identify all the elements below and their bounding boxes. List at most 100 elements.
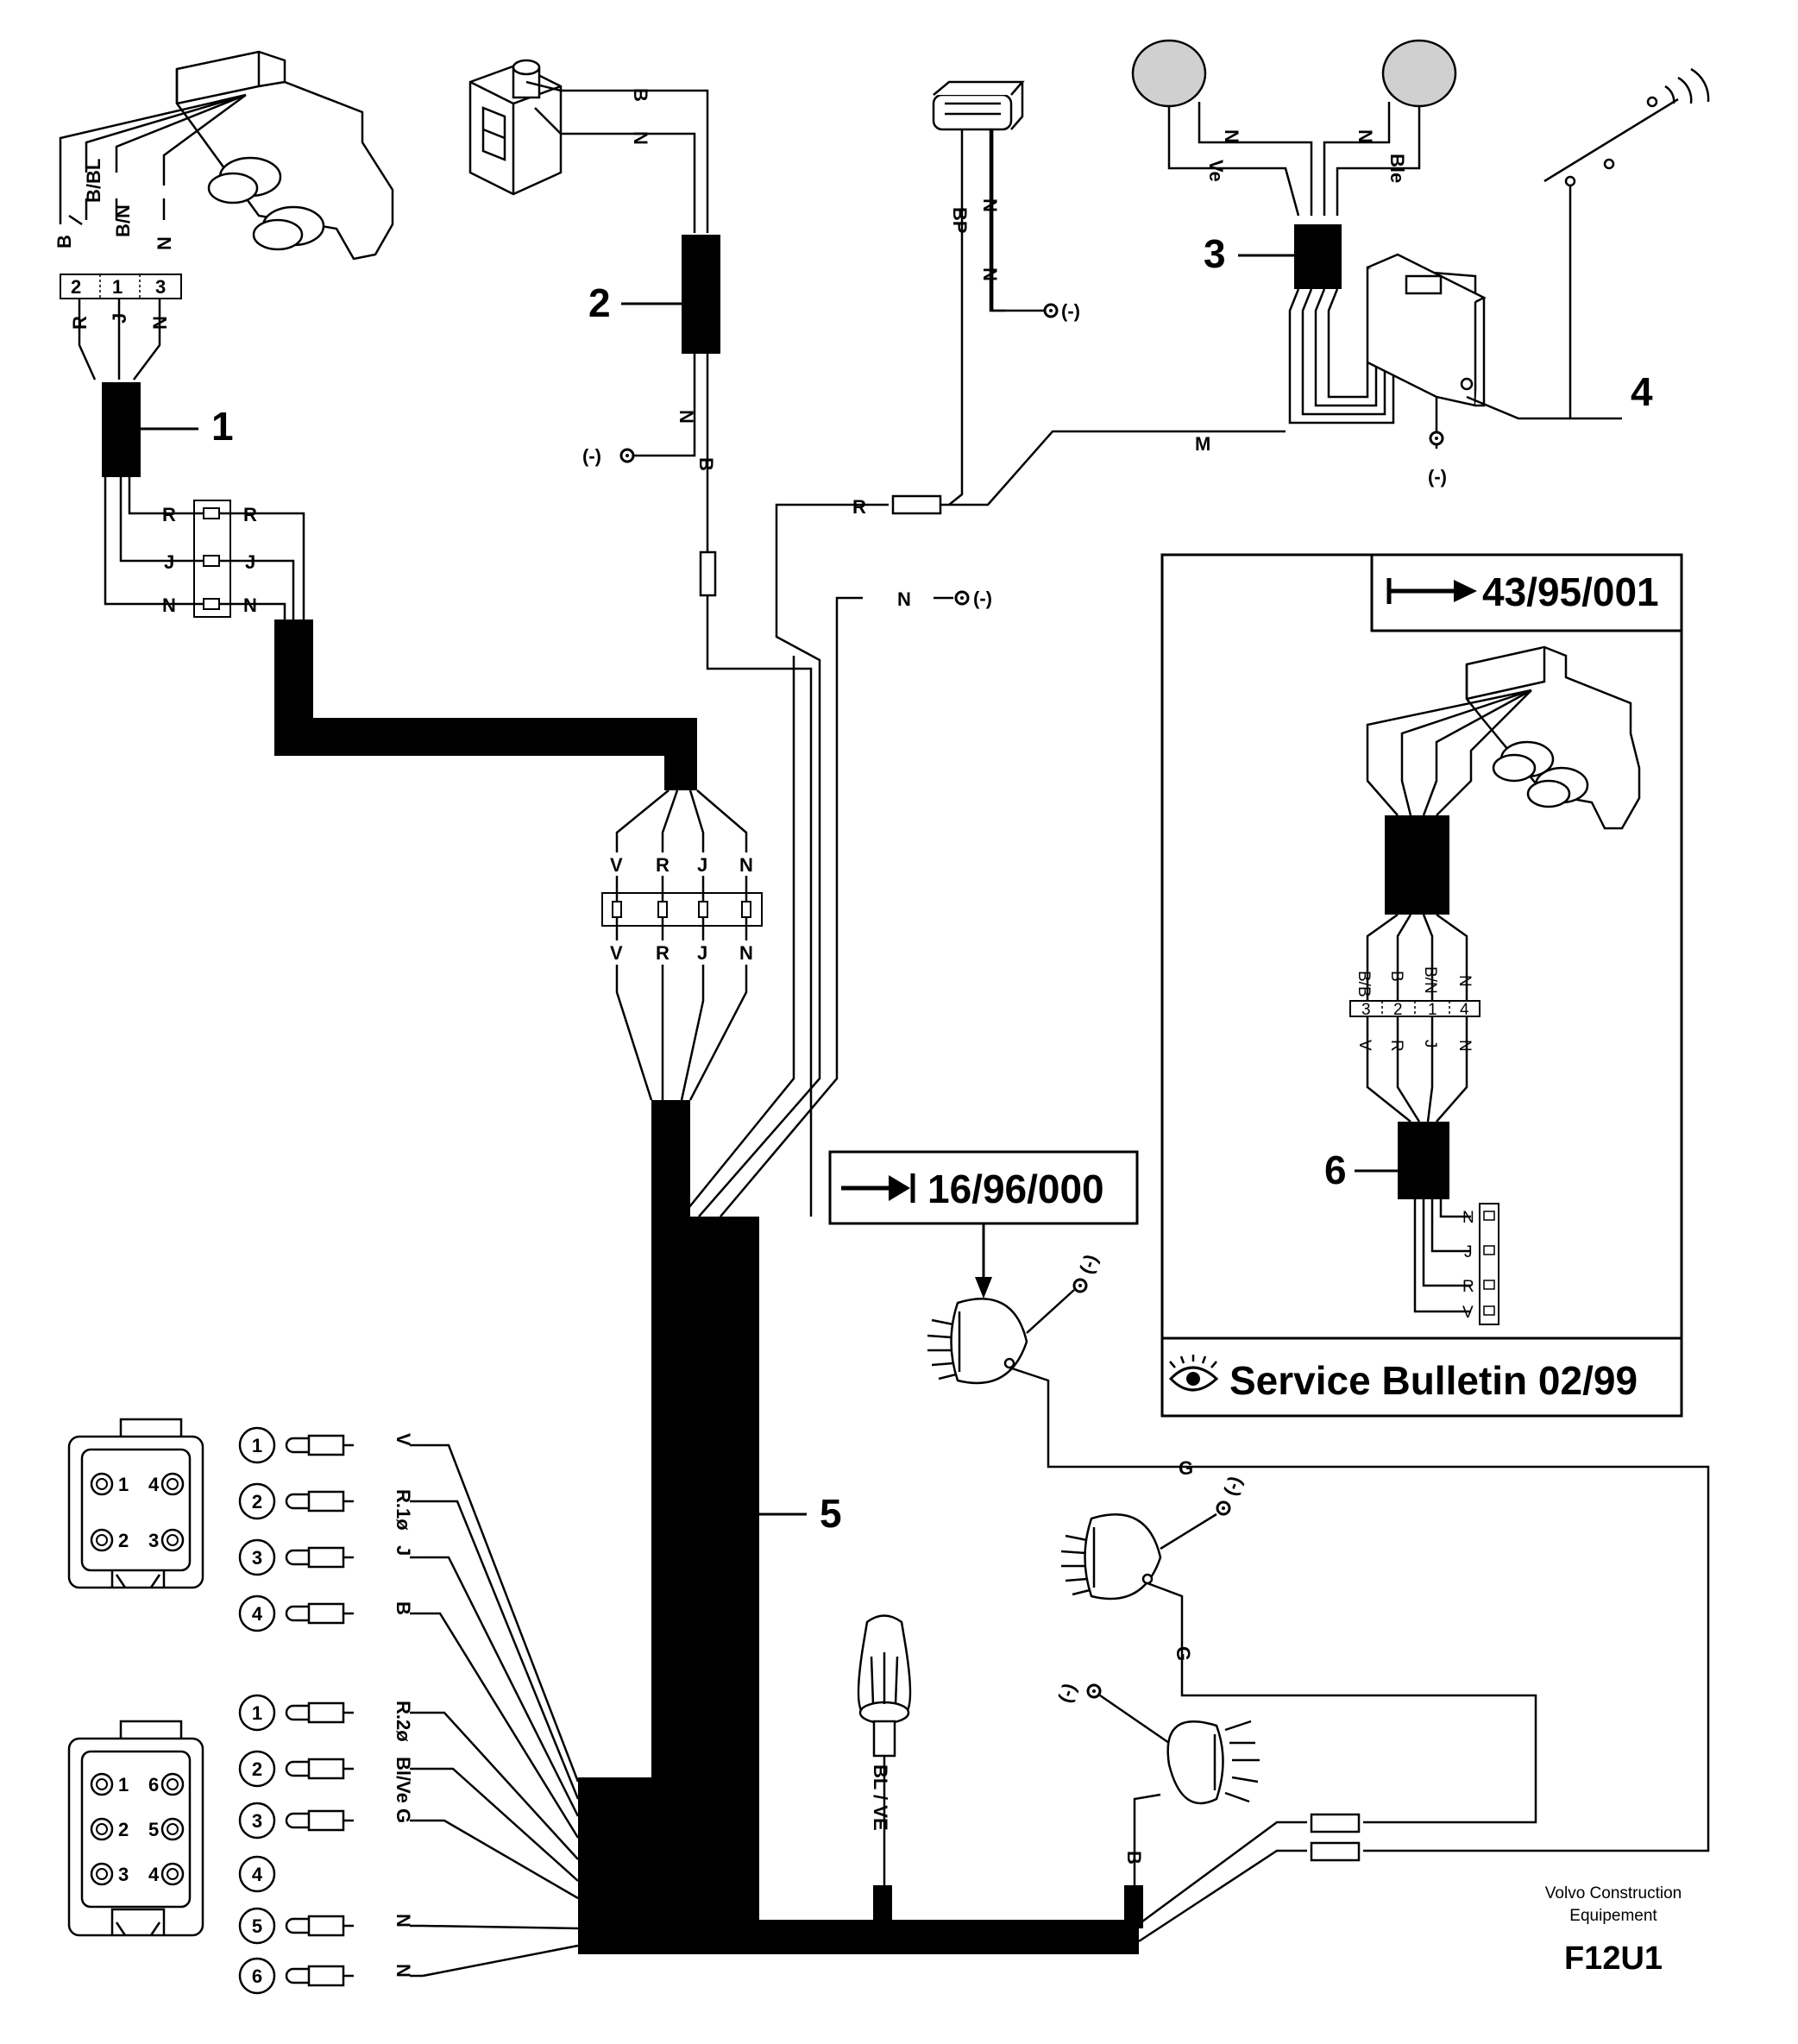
wire-label: B bbox=[630, 88, 651, 102]
middle-connector bbox=[601, 876, 763, 940]
wire-label: V bbox=[1355, 1040, 1374, 1051]
wire-label: BL / VE bbox=[870, 1764, 891, 1831]
face-pin: 5 bbox=[148, 1819, 159, 1840]
wire-label: V bbox=[610, 942, 623, 964]
wire-label: N bbox=[393, 1914, 414, 1928]
wire-label: N bbox=[676, 410, 697, 424]
inset-reference: 43/95/001 bbox=[1482, 569, 1659, 614]
face-pin: 4 bbox=[148, 1474, 160, 1495]
callout-6: 6 bbox=[1324, 1148, 1347, 1192]
company-name: Equipement bbox=[1569, 1907, 1657, 1925]
service-bulletin: Service Bulletin 02/99 bbox=[1229, 1358, 1638, 1403]
connector-6pin-face: 1 6 2 5 3 4 bbox=[67, 1720, 204, 1937]
ground-label: (-) bbox=[1061, 300, 1080, 322]
wire-label: J bbox=[245, 551, 255, 573]
wire-label: J bbox=[697, 854, 707, 876]
work-light-3 bbox=[1166, 1720, 1260, 1805]
work-light-2 bbox=[1060, 1513, 1162, 1601]
wire-label: R bbox=[852, 496, 866, 518]
ground-label: (-) bbox=[1075, 1252, 1102, 1277]
connector-strip-1: 2 1 3 bbox=[60, 274, 182, 299]
lamp-wires bbox=[948, 129, 1044, 506]
diode-arrow-icon bbox=[841, 1173, 915, 1203]
speaker-left bbox=[1131, 39, 1207, 108]
face-pin: 4 bbox=[148, 1864, 160, 1885]
pin-number-circle bbox=[238, 1802, 276, 1840]
ground-label: (-) bbox=[1053, 1681, 1080, 1706]
wire-label: R bbox=[656, 854, 670, 876]
wire-label: N bbox=[243, 594, 257, 616]
pin-number: 2 bbox=[71, 276, 81, 298]
inset-sleeve-top bbox=[1385, 815, 1449, 915]
wire-label: R.1ø bbox=[393, 1489, 414, 1531]
ground-label: (-) bbox=[582, 445, 601, 467]
wire-label: N bbox=[154, 236, 175, 250]
pin-number: 3 bbox=[1361, 1001, 1371, 1019]
inline-connector-1 bbox=[193, 500, 259, 618]
terminal-label: N bbox=[1462, 1209, 1474, 1227]
ground-label: (-) bbox=[1428, 466, 1447, 487]
callout-5: 5 bbox=[820, 1491, 842, 1536]
pin-number: 3 bbox=[155, 276, 166, 298]
face-pin: 6 bbox=[148, 1774, 159, 1796]
radio-unit-4 bbox=[1366, 253, 1487, 407]
pin-number: 1 bbox=[252, 1435, 262, 1456]
wire-label: N bbox=[149, 316, 171, 330]
pin-plug bbox=[285, 1602, 355, 1625]
face-pin: 3 bbox=[118, 1864, 129, 1885]
work-light-1 bbox=[927, 1298, 1028, 1385]
fan-in-wires bbox=[422, 1443, 580, 1978]
pin-number: 1 bbox=[252, 1702, 262, 1724]
pin-number-circle bbox=[238, 1907, 276, 1945]
switch-assembly-1 bbox=[59, 50, 394, 261]
pin-plug bbox=[285, 1965, 355, 1987]
wire-label: BP bbox=[949, 207, 971, 234]
wire-label: Ve bbox=[1205, 160, 1227, 182]
sleeve-3 bbox=[1294, 224, 1342, 289]
wire-label: V bbox=[610, 854, 623, 876]
eye-icon bbox=[1168, 1355, 1219, 1392]
face-pin: 1 bbox=[118, 1774, 129, 1796]
wire-label: N bbox=[630, 131, 651, 145]
inline-fuse-g2 bbox=[1310, 1841, 1361, 1862]
switch1-wire-labels: B B/BL B/N N bbox=[53, 159, 175, 250]
pin-number-circle bbox=[238, 1957, 276, 1995]
wire-label: B bbox=[393, 1601, 414, 1615]
wire-label: N bbox=[897, 588, 911, 610]
sleeve-1 bbox=[102, 382, 141, 477]
wire-label: N bbox=[162, 594, 176, 616]
pin-plug bbox=[285, 1434, 355, 1456]
pin-number: 1 bbox=[1428, 1001, 1437, 1019]
terminal-label: R bbox=[1462, 1278, 1474, 1296]
wire-label: R bbox=[69, 316, 91, 330]
pin-number-circle bbox=[238, 1426, 276, 1464]
pin-number-circle bbox=[238, 1855, 276, 1893]
wire-label: B/BL bbox=[83, 159, 104, 203]
pin-number: 2 bbox=[252, 1758, 262, 1780]
inset-wires bbox=[1366, 689, 1532, 1313]
terminal-label: V bbox=[1462, 1304, 1474, 1322]
wire-label: Ble bbox=[1386, 154, 1408, 183]
pin-number: 5 bbox=[252, 1915, 262, 1937]
wire-label: M bbox=[1195, 433, 1210, 455]
callout-2: 2 bbox=[588, 280, 611, 325]
ground-label: (-) bbox=[1219, 1474, 1246, 1499]
wire-label: N bbox=[1455, 975, 1474, 987]
wire-label: V bbox=[393, 1433, 414, 1446]
wire-label: J bbox=[1421, 1040, 1439, 1048]
inset-connector-strip: 3 2 1 4 bbox=[1349, 1000, 1481, 1019]
reference-text: 16/96/000 bbox=[927, 1167, 1104, 1211]
inline-fuse-g1 bbox=[1310, 1813, 1361, 1833]
wire-label: N bbox=[739, 942, 753, 964]
inline-fuse-2 bbox=[699, 550, 717, 597]
wire-label: R bbox=[656, 942, 670, 964]
pin-number-circle bbox=[238, 1594, 276, 1632]
wire-label: G bbox=[1179, 1457, 1193, 1479]
callout-1: 1 bbox=[211, 404, 234, 449]
reference-box: 16/96/000 bbox=[828, 1150, 1139, 1299]
arrow-right-icon bbox=[1386, 578, 1477, 604]
wire-label: J bbox=[109, 313, 130, 324]
